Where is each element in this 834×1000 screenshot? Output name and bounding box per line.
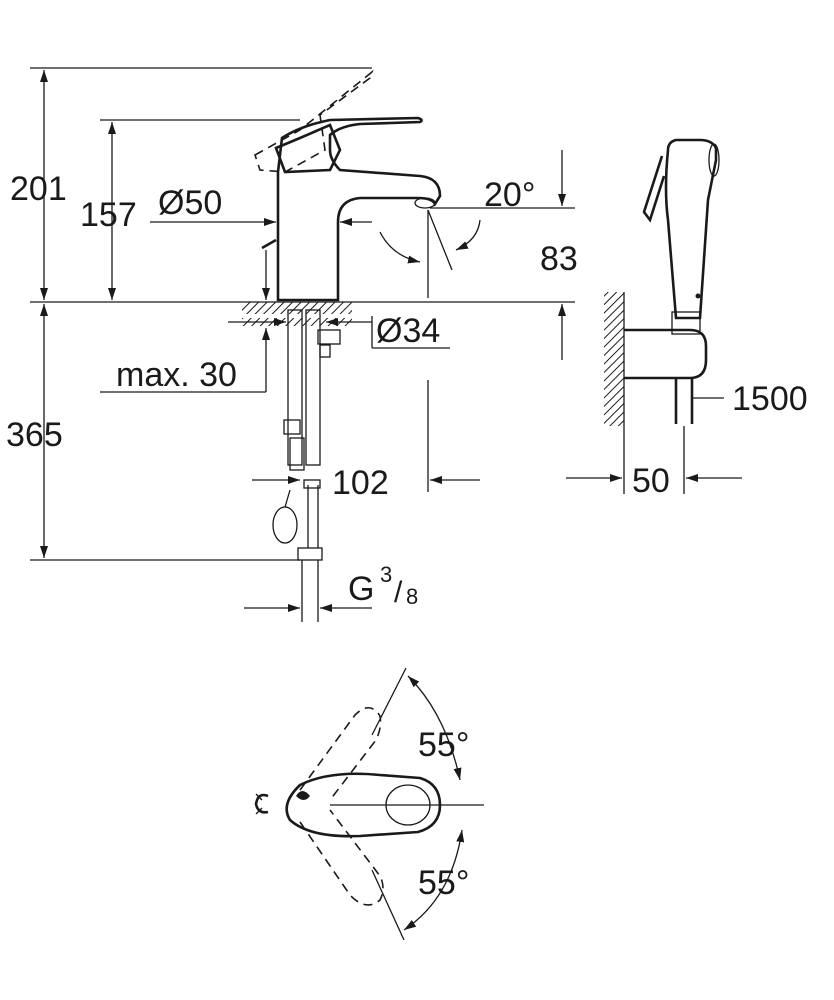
label-83: 83 [540,240,578,278]
dimension-spout-clearance: 83 [540,150,578,360]
shower-trigger [642,155,666,223]
label-201: 201 [10,170,67,208]
shower-grip [671,311,701,335]
lever-top-view [285,772,442,838]
label-1500: 1500 [732,380,808,418]
label-55-right: 55° [418,864,469,902]
faucet-side-view [30,69,575,622]
dimension-reach: 102 [252,380,480,502]
label-55-left: 55° [418,726,469,764]
label-20deg: 20° [484,176,535,214]
shower-nozzle [708,143,720,177]
rod-clip [303,479,321,489]
label-d50: Ø50 [158,184,222,222]
shower-head [664,138,718,320]
dimension-total-height: 201 [10,67,372,300]
connector-bottom [297,547,323,561]
faucet-body [276,116,442,302]
label-g: G [348,570,374,608]
aerator [414,197,436,209]
dimension-swivel-angle: 20° [379,176,575,298]
dimension-hole-diameter: Ø34 [228,312,450,350]
label-50: 50 [632,462,670,500]
top-view: 55° 55° [254,667,484,941]
cap-mark [296,791,310,800]
hose-nut [283,419,301,435]
shower-dot [695,293,701,299]
label-max30: max. 30 [116,356,237,394]
dimension-connection: G 3 / 8 [244,562,418,612]
label-g-slash: / [394,576,403,609]
drain-link [284,489,291,508]
dimension-body-diameter: Ø50 [150,184,372,226]
fixing-nut [317,329,341,345]
hand-shower-view: 1500 50 [566,138,808,500]
holder [624,328,708,380]
spout-top [254,793,269,814]
label-157: 157 [80,196,137,234]
popup-lever [261,238,277,250]
dimension-spout-height: 157 [80,119,300,300]
label-g-den: 8 [406,584,418,609]
drain-ball [272,506,298,544]
label-102: 102 [332,464,389,502]
hose-connector [289,437,305,471]
fixing-stud [319,344,331,358]
label-g-num: 3 [380,562,392,587]
dimension-max-thickness: max. 30 [100,250,270,394]
dimension-below-counter: 365 [6,304,300,561]
counter-section-lower [242,318,352,326]
wall-hatch [604,292,624,426]
lever-right-position [299,809,384,906]
counter-section [242,302,352,314]
lever-open-position [254,69,374,173]
label-d34: Ø34 [376,312,440,350]
label-365: 365 [6,416,63,454]
lever-left-position [299,706,382,801]
